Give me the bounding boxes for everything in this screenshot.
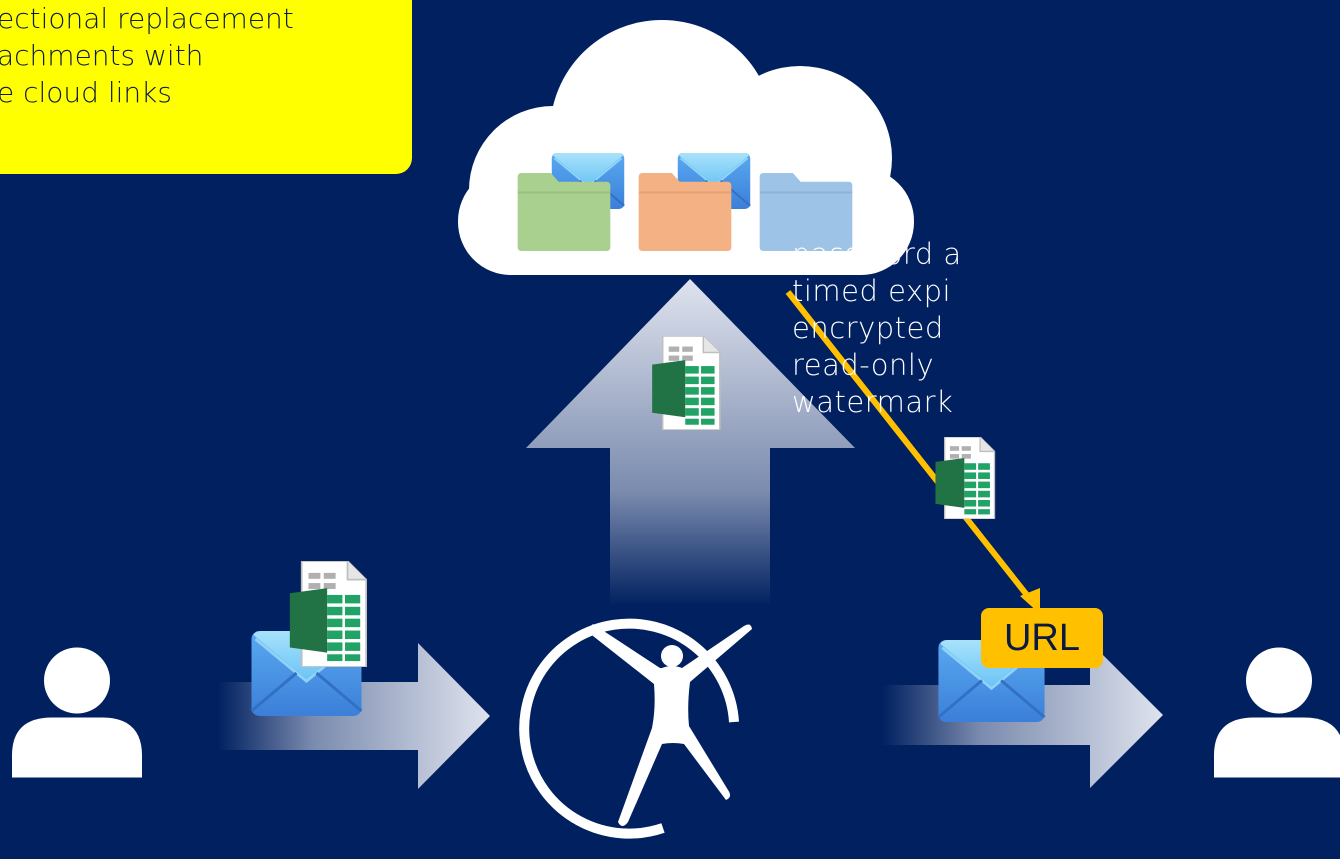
cloud-link-line — [785, 290, 1040, 614]
vitruvian-man-logo — [519, 618, 752, 839]
callout-line: e cloud links — [0, 76, 172, 109]
upload-arrow-to-cloud — [526, 279, 855, 606]
recipient-person-icon — [1214, 647, 1340, 778]
excel-file-icon — [651, 336, 721, 430]
folder-icon — [516, 173, 612, 251]
flow-arrow-sender-to-gateway — [218, 643, 490, 789]
feature-item: encrypted — [792, 311, 944, 345]
feature-item: watermark — [792, 385, 954, 419]
callout-box: ectional replacement achments with e clo… — [0, 0, 412, 174]
feature-list: password a timed expi encrypted read-onl… — [792, 236, 962, 421]
folder-icon — [637, 173, 733, 251]
feature-item: timed expi — [792, 274, 952, 308]
sender-person-icon — [12, 647, 142, 778]
url-badge: URL — [981, 608, 1103, 668]
excel-file-icon — [288, 561, 368, 667]
feature-item: password a — [792, 237, 962, 271]
excel-file-icon — [934, 437, 996, 519]
callout-line: achments with — [0, 39, 204, 72]
callout-line: ectional replacement — [0, 2, 294, 35]
feature-item: read-only — [792, 348, 935, 382]
